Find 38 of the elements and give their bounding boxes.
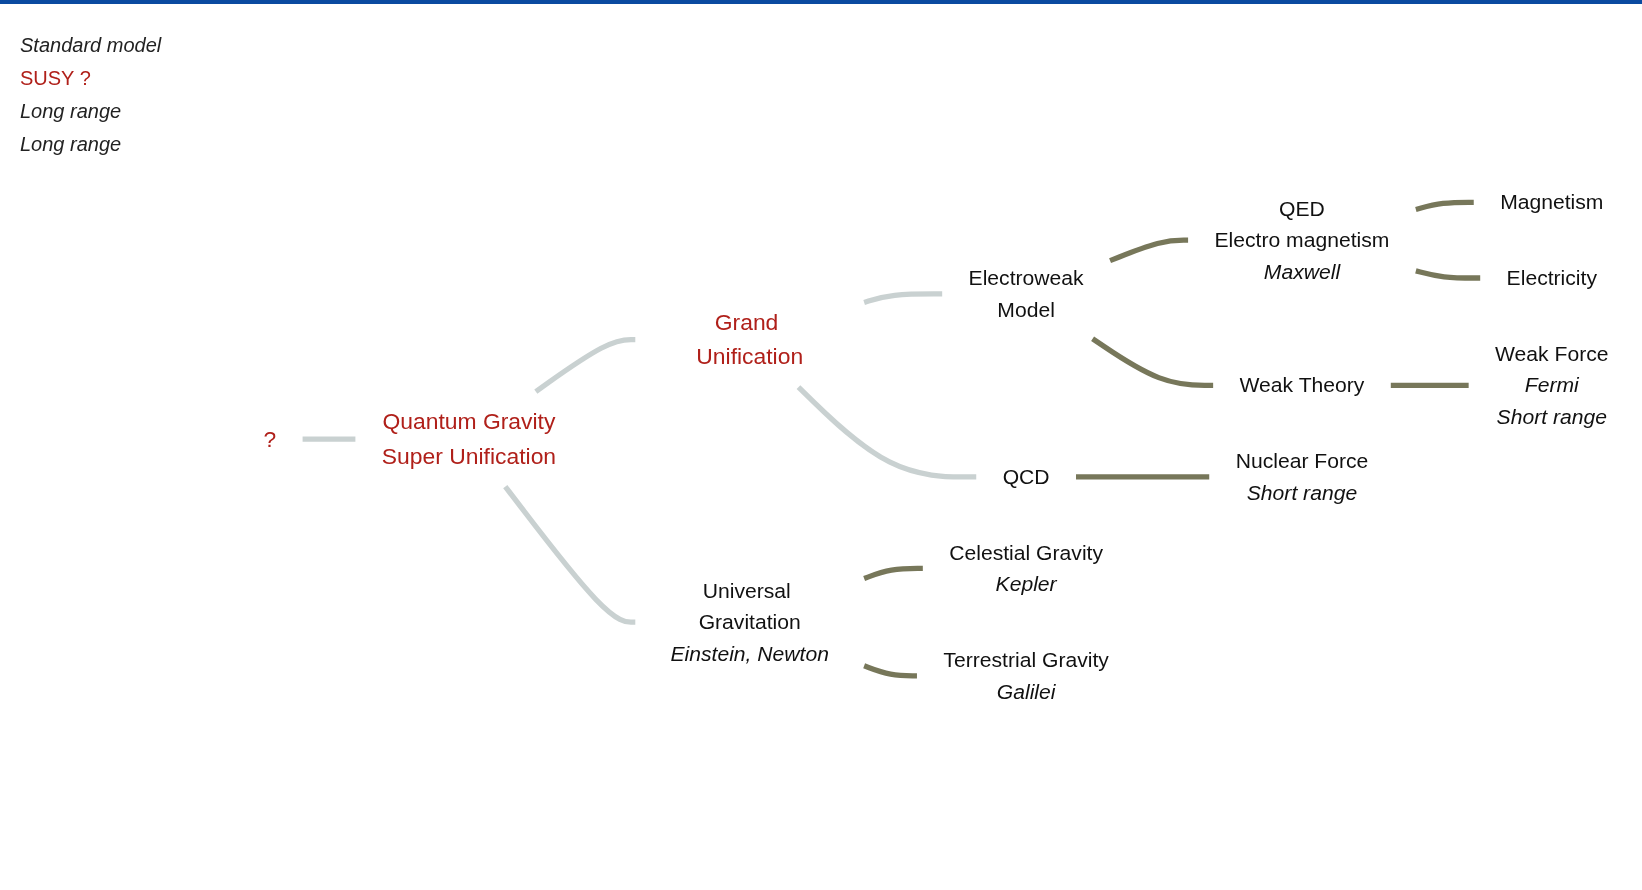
node-text: Terrestrial Gravity bbox=[943, 647, 1109, 672]
connector bbox=[1415, 199, 1474, 212]
node-text: Magnetism bbox=[1500, 189, 1604, 214]
node-text: Electricity bbox=[1506, 265, 1597, 290]
connector bbox=[302, 436, 356, 442]
node-text: Nuclear Force bbox=[1235, 448, 1369, 473]
branch-label: SUSY ? bbox=[20, 67, 92, 90]
node-label: Galilei bbox=[996, 679, 1056, 704]
connector bbox=[1091, 336, 1214, 389]
node-label: Short range bbox=[1496, 404, 1607, 429]
node-text: ? bbox=[263, 425, 277, 452]
connector bbox=[534, 337, 636, 394]
node-text: Celestial Gravity bbox=[949, 540, 1104, 565]
node-label: Short range bbox=[1246, 480, 1358, 505]
node-text: Universal Gravitation bbox=[698, 578, 801, 634]
node-text: Grand Unification bbox=[696, 308, 804, 370]
node-text: Weak Theory bbox=[1239, 373, 1365, 397]
node-label: Maxwell bbox=[1263, 259, 1341, 284]
node-label: Einstein, Newton bbox=[670, 641, 829, 666]
connector bbox=[1076, 474, 1210, 480]
node-text: Quantum Gravity Super Unification bbox=[381, 408, 557, 469]
connector bbox=[1415, 268, 1481, 281]
connector bbox=[503, 485, 636, 625]
connector bbox=[1390, 382, 1469, 389]
connector bbox=[796, 385, 977, 480]
range-note: Long range bbox=[20, 133, 123, 156]
node-text: QCD bbox=[1002, 464, 1050, 489]
connector bbox=[863, 565, 923, 581]
range-note: Standard model bbox=[20, 34, 163, 57]
node-label: Fermi bbox=[1524, 373, 1579, 397]
connector bbox=[1109, 237, 1189, 264]
node-text: Weak Force bbox=[1495, 341, 1609, 366]
node-label: Kepler bbox=[995, 571, 1057, 596]
node-text: Electroweak Model bbox=[968, 265, 1084, 322]
range-note: Long range bbox=[20, 100, 123, 123]
connector bbox=[863, 663, 917, 679]
connector bbox=[863, 291, 943, 305]
node-text: QED Electro magnetism bbox=[1214, 196, 1390, 252]
